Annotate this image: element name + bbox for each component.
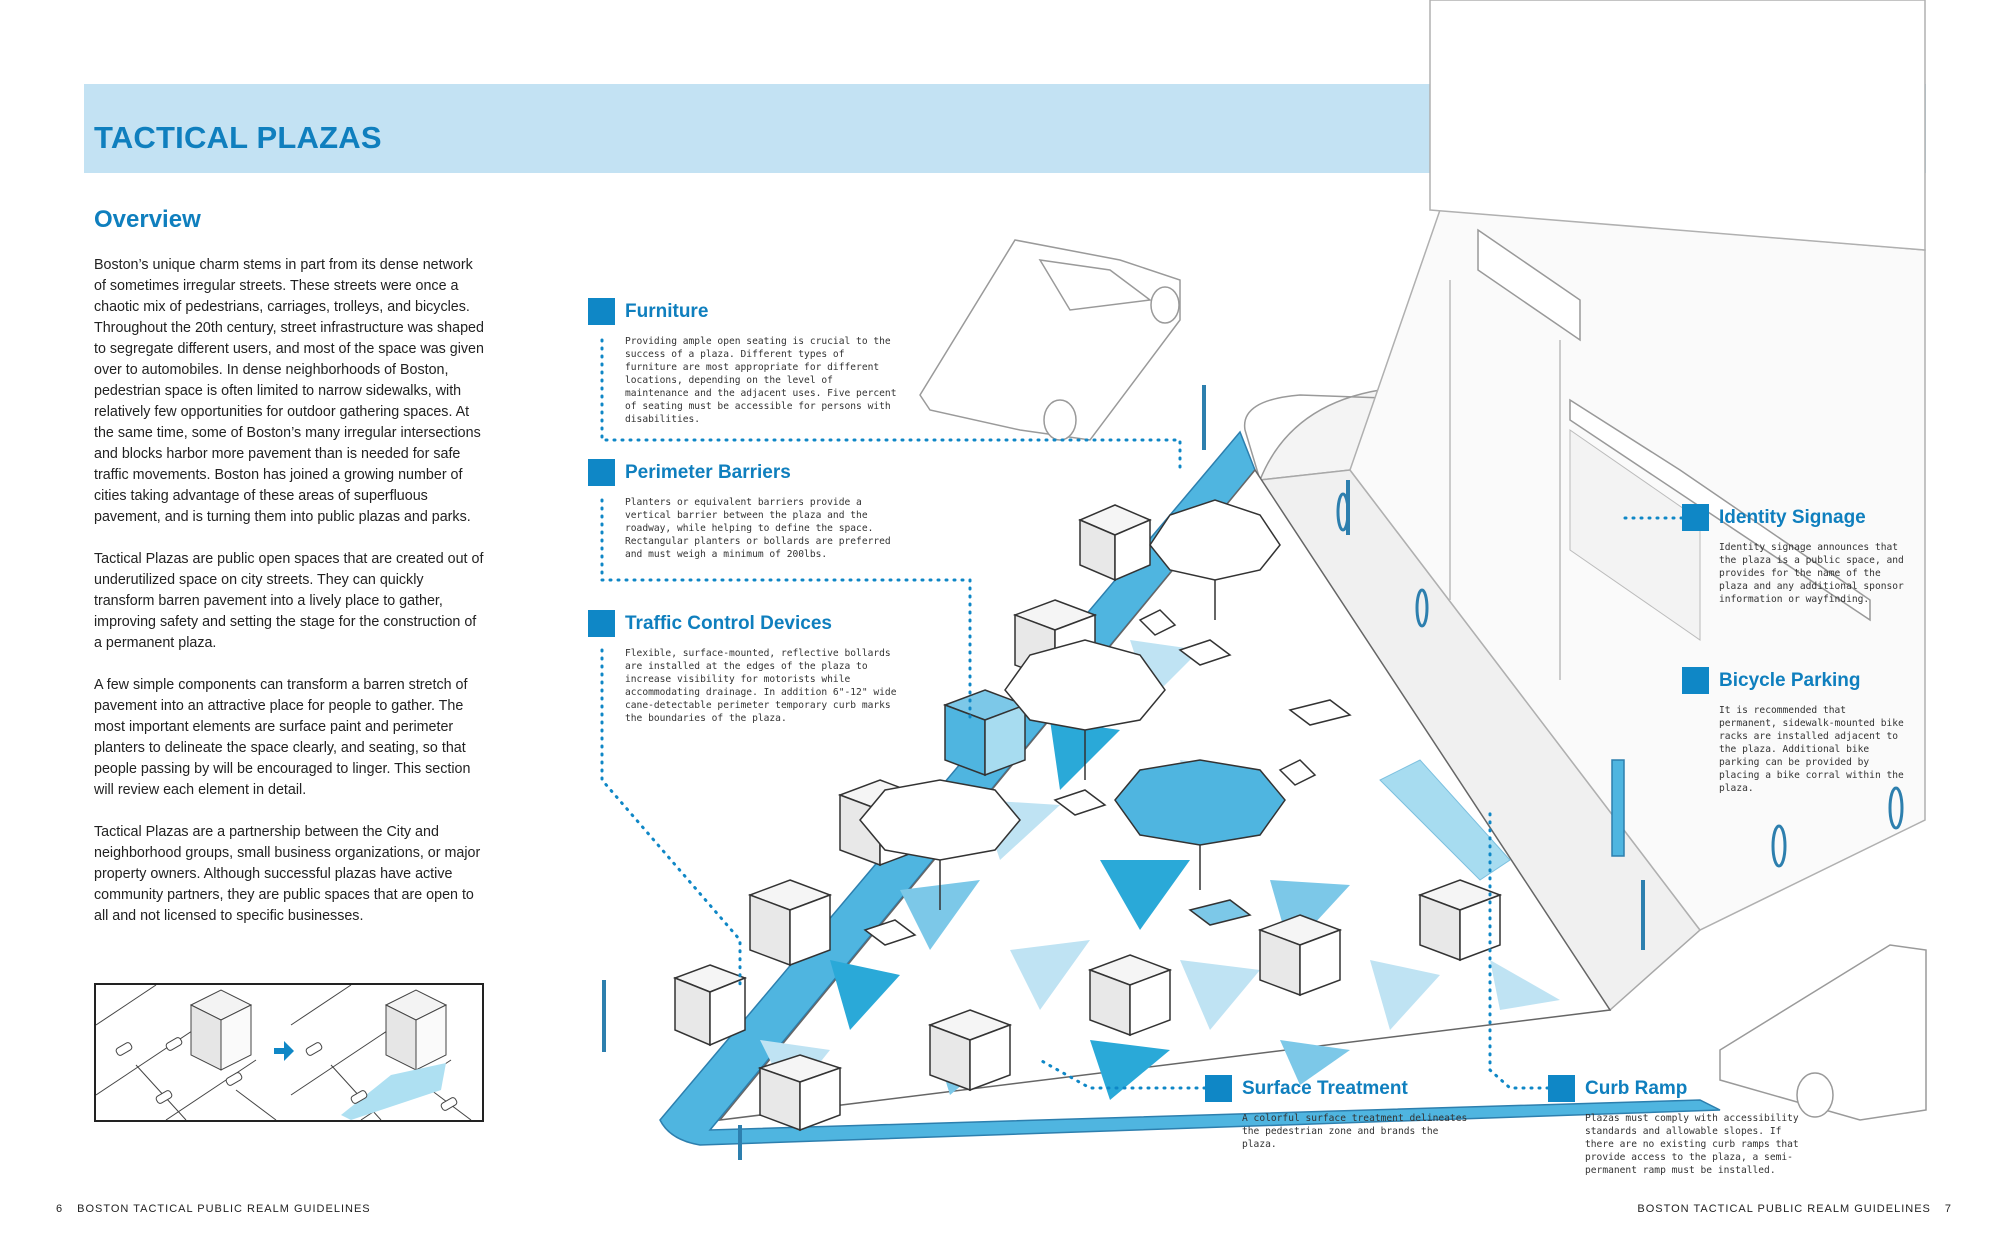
car-bottom (1719, 944, 1927, 1121)
callout-title: Surface Treatment (1242, 1077, 1408, 1099)
callout-furniture: Furniture Providing ample open seating i… (588, 298, 898, 426)
overview-paragraph-3: A few simple components can transform a … (94, 677, 471, 798)
bicycle-marker (1682, 667, 1709, 694)
callout-title: Identity Signage (1719, 506, 1866, 528)
umbrella (859, 779, 1021, 910)
overview-text: Boston’s unique charm stems in part from… (94, 255, 484, 948)
page-number-right: 7 (1944, 1203, 1952, 1215)
overview-paragraph-4: Tactical Plazas are a partnership betwee… (94, 824, 481, 924)
building-before (189, 989, 253, 1071)
callout-text: Flexible, surface-mounted, reflective bo… (625, 648, 897, 724)
traffic-marker (588, 610, 615, 637)
curb-ramp-shape (1379, 759, 1511, 881)
callout-text: Plazas must comply with accessibility st… (1585, 1113, 1799, 1176)
page-number-left: 6 (56, 1203, 64, 1215)
planter (747, 879, 833, 967)
curb-band (659, 430, 1721, 1146)
umbrellas (859, 499, 1286, 910)
callout-text: Identity signage announces that the plaz… (1719, 542, 1904, 605)
planter (757, 1054, 843, 1132)
leader-lines (600, 338, 1684, 1090)
callout-text: Planters or equivalent barriers provide … (625, 497, 891, 560)
bollards (602, 385, 1645, 1160)
page-title: TACTICAL PLAZAS (94, 120, 382, 155)
footer-left: 6 BOSTON TACTICAL PUBLIC REALM GUIDELINES (56, 1203, 371, 1215)
building-corner (1243, 0, 1926, 1012)
tables-and-chairs (863, 609, 1352, 946)
callout-text: Providing ample open seating is crucial … (625, 336, 897, 425)
signage-marker (1682, 504, 1709, 531)
overview-paragraph-1: Boston’s unique charm stems in part from… (94, 257, 484, 525)
overview-paragraph-2: Tactical Plazas are public open spaces t… (94, 551, 484, 651)
umbrella-highlighted (1114, 759, 1286, 890)
callout-title: Curb Ramp (1585, 1077, 1688, 1099)
overview-heading: Overview (94, 206, 201, 233)
footer-right: BOSTON TACTICAL PUBLIC REALM GUIDELINES 7 (1637, 1203, 1952, 1215)
callout-text: A colorful surface treatment delineates … (1242, 1113, 1468, 1150)
identity-sign (1611, 759, 1625, 857)
planter (927, 1009, 1013, 1092)
planter (1087, 954, 1173, 1037)
furniture-marker (588, 298, 615, 325)
before-after-inset (94, 983, 484, 1122)
car-top (919, 239, 1181, 441)
umbrella (1004, 639, 1166, 780)
umbrella (1149, 499, 1281, 620)
callout-title: Bicycle Parking (1719, 669, 1861, 691)
plaza-after-shape (341, 1063, 446, 1120)
arrow-right-icon (274, 1041, 294, 1061)
planter (1078, 504, 1152, 582)
publication-title-right: BOSTON TACTICAL PUBLIC REALM GUIDELINES (1637, 1203, 1931, 1215)
callout-bicycle-parking: Bicycle Parking It is recommended that p… (1682, 667, 1904, 795)
barriers-marker (588, 459, 615, 486)
planter (1257, 914, 1343, 997)
callout-title: Perimeter Barriers (625, 461, 791, 483)
surface-marker (1205, 1075, 1232, 1102)
callout-perimeter-barriers: Perimeter Barriers Planters or equivalen… (588, 459, 898, 561)
publication-title-left: BOSTON TACTICAL PUBLIC REALM GUIDELINES (77, 1203, 371, 1215)
callout-identity-signage: Identity Signage Identity signage announ… (1682, 504, 1904, 606)
callout-title: Traffic Control Devices (625, 612, 832, 634)
callout-curb-ramp: Curb Ramp Plazas must comply with access… (1548, 1075, 1800, 1177)
planter (1417, 879, 1503, 962)
before-after-illustration (96, 985, 472, 1120)
planter-highlighted (942, 689, 1028, 777)
callout-traffic-control: Traffic Control Devices Flexible, surfac… (588, 610, 898, 725)
callout-surface-treatment: Surface Treatment A colorful surface tre… (1205, 1075, 1473, 1151)
building-after (384, 989, 448, 1071)
curb-marker (1548, 1075, 1575, 1102)
callout-text: It is recommended that permanent, sidewa… (1719, 705, 1904, 794)
callout-title: Furniture (625, 300, 709, 322)
planter (672, 964, 748, 1047)
